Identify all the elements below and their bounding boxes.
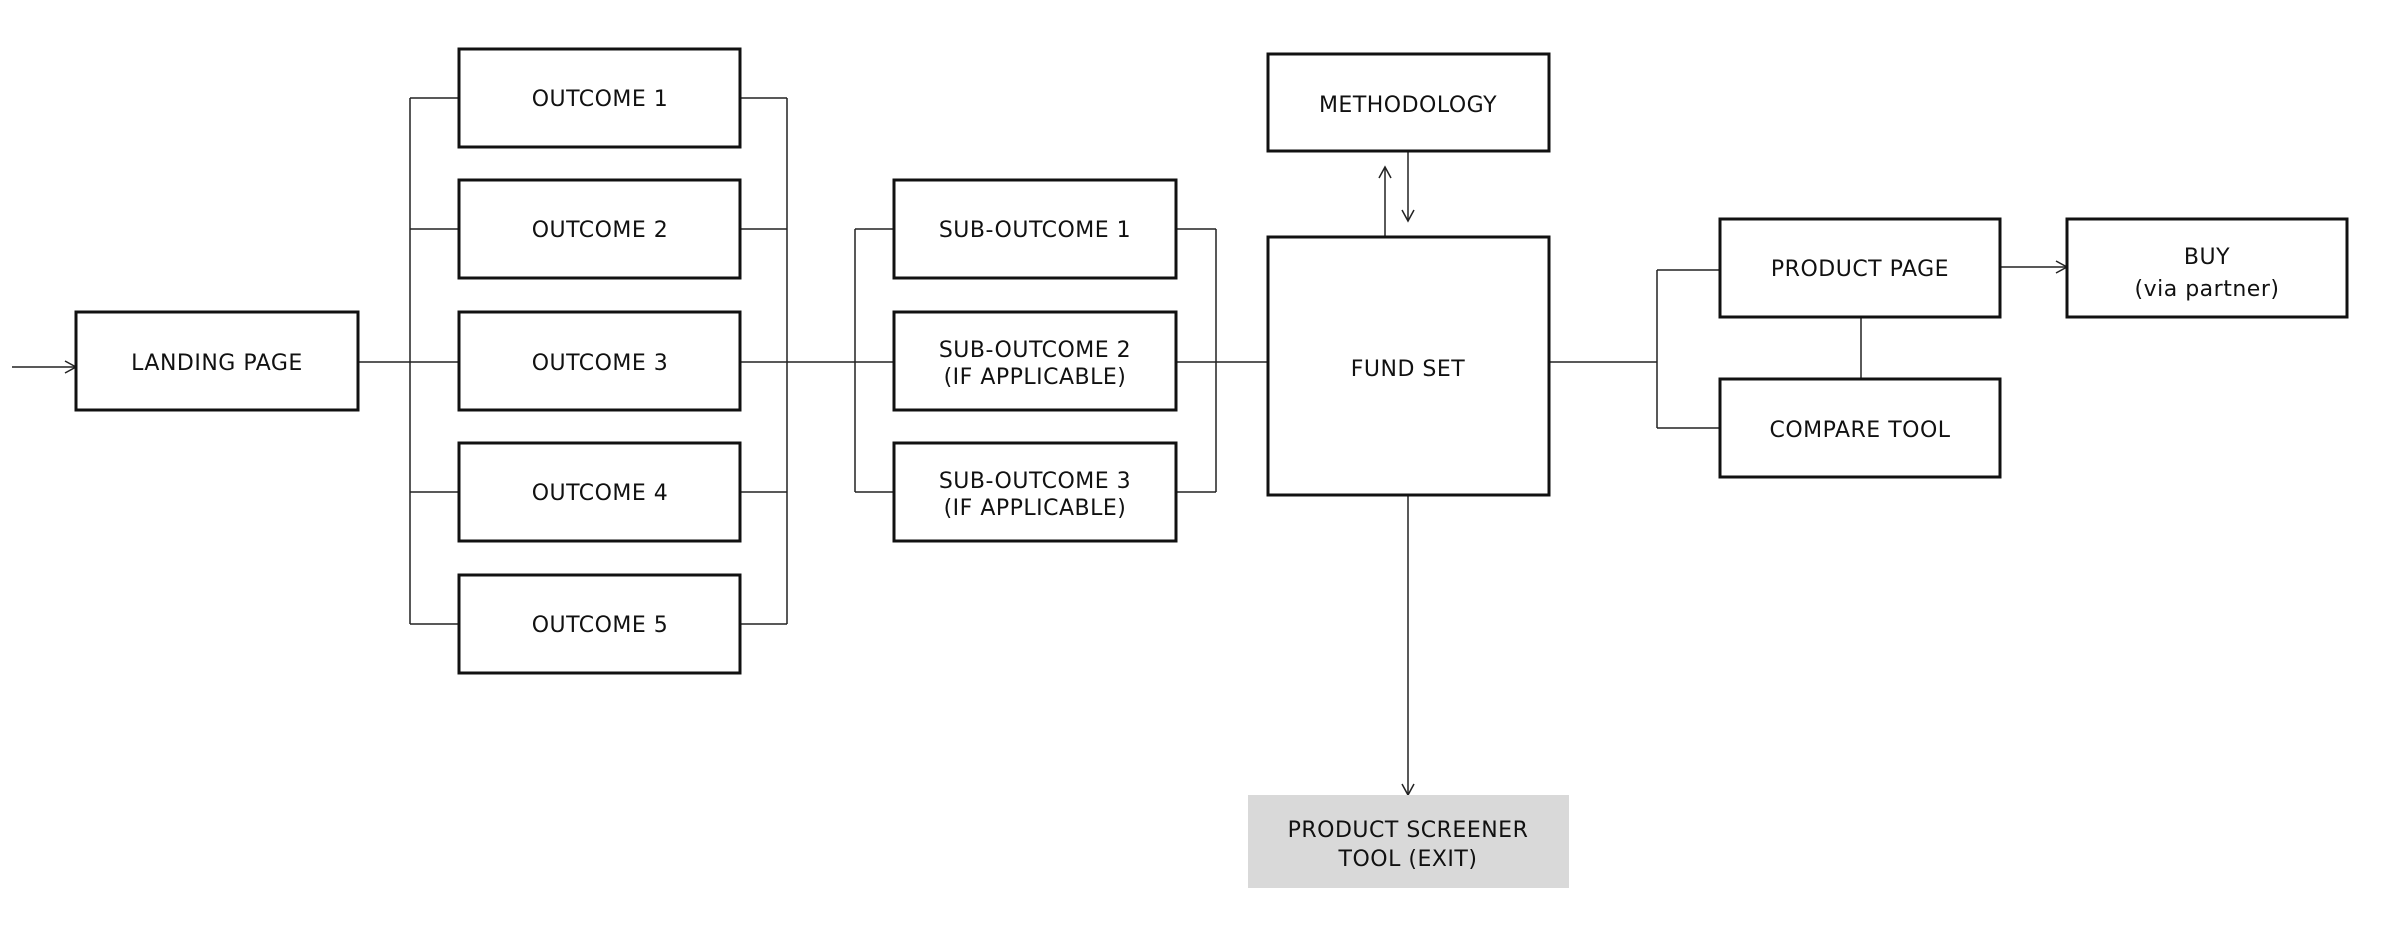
- node-label: SUB-OUTCOME 3: [939, 469, 1131, 494]
- node-label: OUTCOME 5: [532, 613, 669, 638]
- node-label: OUTCOME 3: [532, 351, 669, 376]
- node-label: OUTCOME 4: [532, 481, 669, 506]
- node-methodology[interactable]: METHODOLOGY: [1266, 52, 1551, 153]
- node-label: SUB-OUTCOME 2: [939, 338, 1131, 363]
- node-buy[interactable]: BUY (via partner): [2065, 217, 2349, 319]
- node-label: METHODOLOGY: [1319, 93, 1497, 118]
- node-product-page[interactable]: PRODUCT PAGE: [1718, 217, 2002, 319]
- node-label: OUTCOME 1: [532, 87, 669, 112]
- node-label: PRODUCT SCREENER: [1288, 818, 1529, 843]
- node-sublabel: (IF APPLICABLE): [944, 365, 1127, 390]
- node-label: PRODUCT PAGE: [1771, 257, 1949, 282]
- node-label: BUY: [2184, 245, 2230, 270]
- node-compare-tool[interactable]: COMPARE TOOL: [1718, 377, 2002, 479]
- node-label: FUND SET: [1351, 357, 1466, 382]
- node-landing-page[interactable]: LANDING PAGE: [74, 310, 360, 412]
- node-fund-set[interactable]: FUND SET: [1266, 235, 1551, 497]
- node-label: LANDING PAGE: [131, 351, 303, 376]
- node-outcome-3[interactable]: OUTCOME 3: [457, 310, 742, 412]
- connectors: [12, 97, 2069, 797]
- node-outcome-4[interactable]: OUTCOME 4: [457, 441, 742, 543]
- node-outcome-5[interactable]: OUTCOME 5: [457, 573, 742, 675]
- node-outcome-1[interactable]: OUTCOME 1: [457, 47, 742, 149]
- node-sublabel: (via partner): [2135, 277, 2280, 302]
- node-product-screener-exit[interactable]: PRODUCT SCREENER TOOL (EXIT): [1248, 795, 1569, 888]
- node-label: COMPARE TOOL: [1769, 418, 1950, 443]
- node-sub-outcome-2[interactable]: SUB-OUTCOME 2(IF APPLICABLE): [892, 310, 1178, 412]
- node-sub-outcome-3[interactable]: SUB-OUTCOME 3(IF APPLICABLE): [892, 441, 1178, 543]
- node-outcome-2[interactable]: OUTCOME 2: [457, 178, 742, 280]
- node-sublabel: TOOL (EXIT): [1338, 847, 1478, 872]
- node-sublabel: (IF APPLICABLE): [944, 496, 1127, 521]
- node-sub-outcome-1[interactable]: SUB-OUTCOME 1: [892, 178, 1178, 280]
- node-label: OUTCOME 2: [532, 218, 669, 243]
- node-label: SUB-OUTCOME 1: [939, 218, 1131, 243]
